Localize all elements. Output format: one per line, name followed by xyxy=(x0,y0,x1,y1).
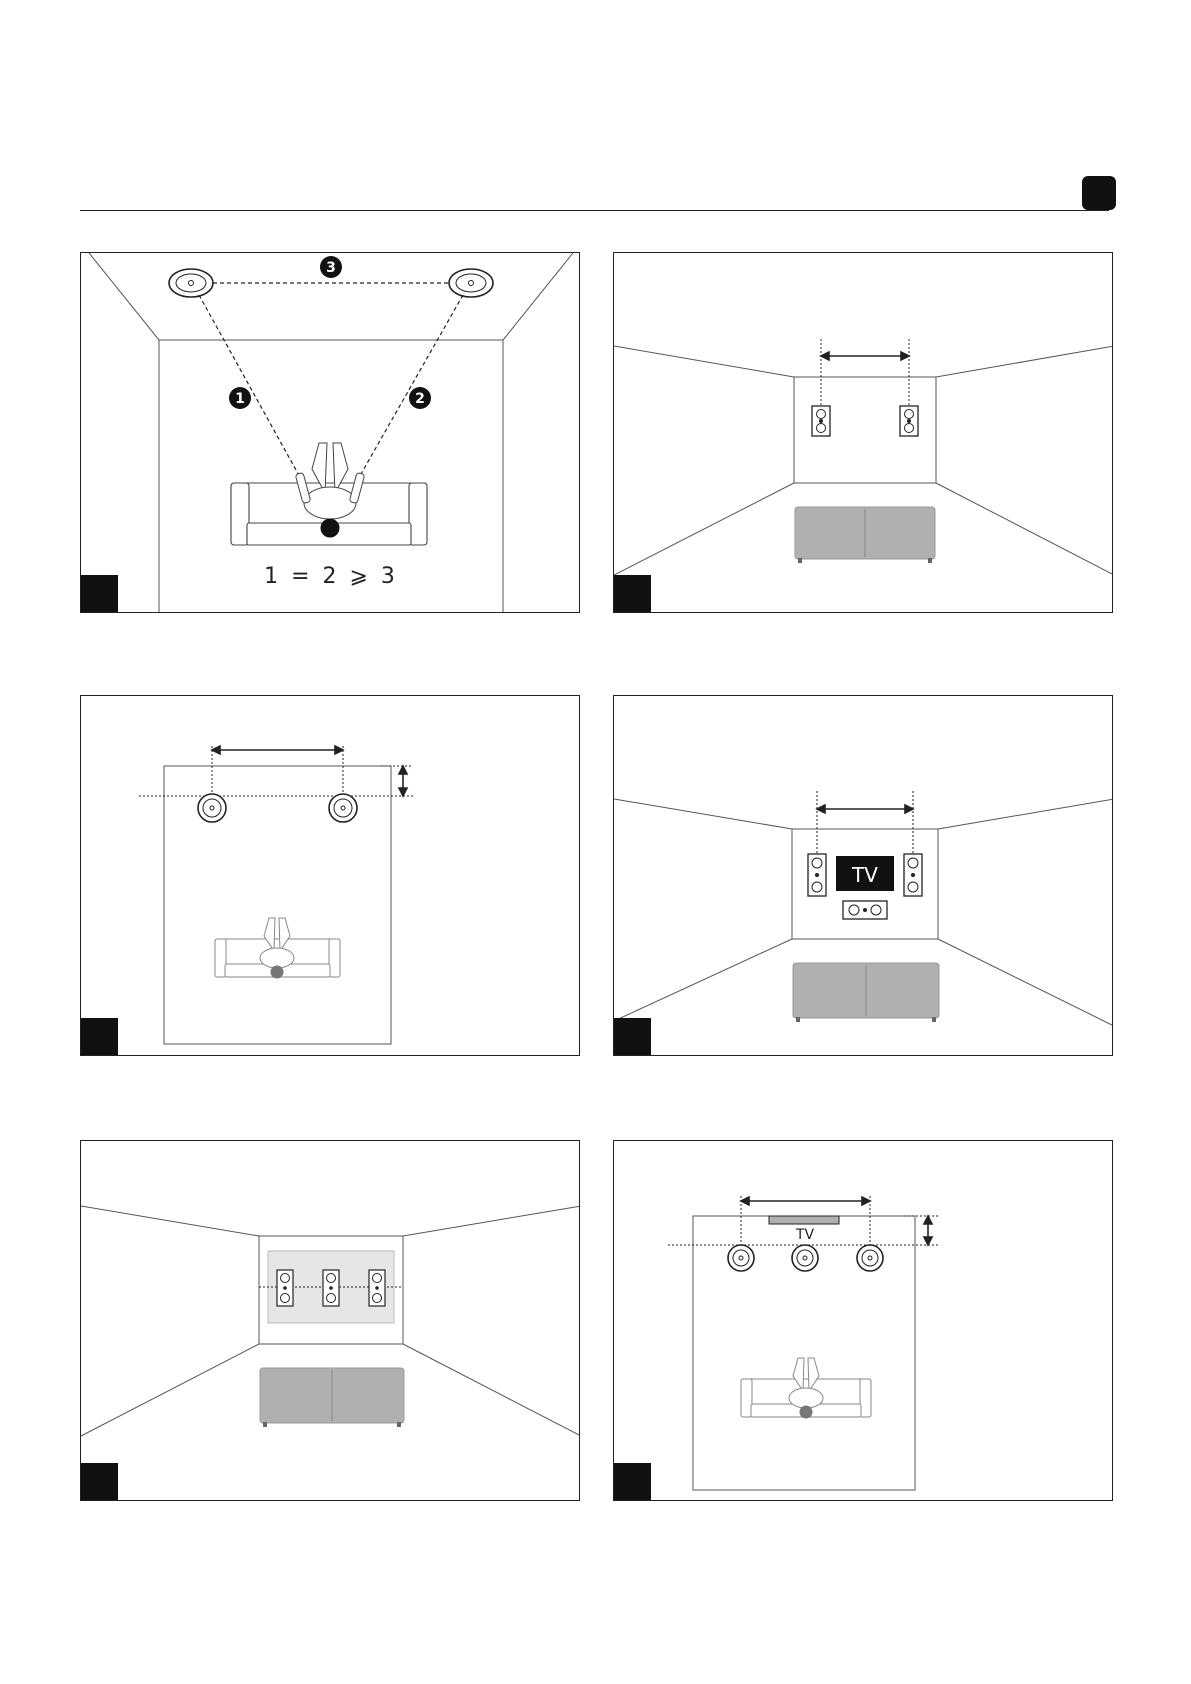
wall-speaker-icon xyxy=(369,1270,385,1306)
svg-text:TV: TV xyxy=(851,863,878,887)
panel-tv-lcr-perspective: TV xyxy=(613,695,1113,1056)
ceiling-speaker-icon xyxy=(857,1245,883,1271)
wall-speaker-icon xyxy=(904,854,922,896)
dimension-arrow-icon xyxy=(821,352,909,360)
panel-corner-marker xyxy=(614,575,651,612)
header-rule xyxy=(80,210,1109,211)
panel-screen-lcr-perspective xyxy=(80,1140,580,1501)
marker-3: 3 xyxy=(320,256,342,278)
dimension-arrow-icon xyxy=(399,766,407,796)
wall-speaker-icon xyxy=(323,1270,339,1306)
sofa-icon xyxy=(795,507,935,563)
ceiling-triangle-diagram: 3 1 2 1 = 2 ⩾ 3 xyxy=(81,253,580,613)
ceiling-speaker-icon xyxy=(728,1245,754,1271)
panel-corner-marker xyxy=(81,1018,118,1055)
panel-wall-speakers-perspective xyxy=(613,252,1113,613)
marker-2: 2 xyxy=(409,387,431,409)
dimension-arrow-icon xyxy=(817,805,913,813)
panel-corner-marker xyxy=(81,575,118,612)
svg-text:3: 3 xyxy=(326,260,336,276)
marker-1: 1 xyxy=(229,387,251,409)
svg-text:2: 2 xyxy=(415,391,425,407)
page-tab xyxy=(1082,176,1116,210)
svg-text:1: 1 xyxy=(235,391,245,407)
panel-ceiling-triangle-top-view: 3 1 2 1 = 2 ⩾ 3 xyxy=(80,252,580,613)
wall-speaker-icon xyxy=(900,406,918,436)
ceiling-speaker-icon xyxy=(449,269,493,297)
relation-formula: 1 = 2 ⩾ 3 xyxy=(264,564,398,589)
panel-corner-marker xyxy=(614,1018,651,1055)
dimension-arrow-icon xyxy=(741,1197,870,1205)
panel-corner-marker xyxy=(81,1463,118,1500)
panel-tv-three-ceiling-speakers-top-view: TV xyxy=(613,1140,1113,1501)
wall-speakers-diagram xyxy=(614,253,1113,613)
panel-corner-marker xyxy=(614,1463,651,1500)
panel-two-ceiling-speakers-top-view xyxy=(80,695,580,1056)
sofa-icon xyxy=(260,1368,404,1427)
wall-speaker-icon xyxy=(277,1270,293,1306)
tv-lcr-diagram: TV xyxy=(614,696,1113,1056)
two-ceiling-speakers-diagram xyxy=(81,696,580,1056)
center-speaker-icon xyxy=(843,901,887,919)
tv-icon: TV xyxy=(836,856,894,891)
tv-top-view xyxy=(769,1216,839,1224)
wall-speaker-icon xyxy=(808,854,826,896)
ceiling-speaker-icon xyxy=(329,794,357,822)
dimension-arrow-icon xyxy=(212,746,343,754)
ceiling-speaker-icon xyxy=(198,794,226,822)
screen-lcr-diagram xyxy=(81,1141,580,1501)
ceiling-speaker-icon xyxy=(792,1245,818,1271)
listening-triangle xyxy=(199,283,463,488)
tv-three-ceiling-speakers-diagram: TV xyxy=(614,1141,1113,1501)
ceiling-speaker-icon xyxy=(169,269,213,297)
wall-speaker-icon xyxy=(812,406,830,436)
sofa-icon xyxy=(793,963,939,1022)
tv-label: TV xyxy=(795,1227,815,1243)
dimension-arrow-icon xyxy=(924,1216,932,1245)
